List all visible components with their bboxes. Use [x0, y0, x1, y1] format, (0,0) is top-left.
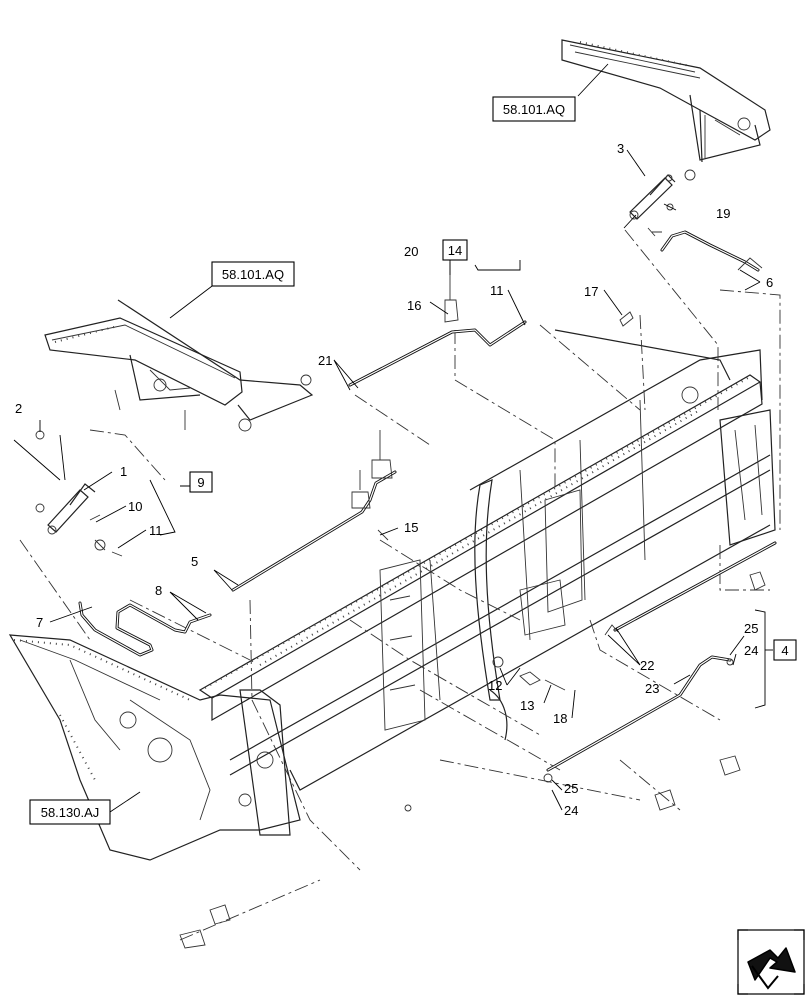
ref-box-left[interactable]: 58.101.AQ — [211, 261, 295, 287]
ref-box-left-label: 58.101.AQ — [222, 267, 284, 282]
top-left-arm-assembly — [44, 299, 314, 432]
leader-lines — [13, 63, 773, 813]
boxed-callout-4: 4 — [773, 639, 797, 661]
hydraulic-lines — [78, 320, 777, 772]
cylinder-1 — [35, 430, 123, 557]
hardware-parts — [179, 262, 766, 949]
boxed-callout-9: 9 — [189, 471, 213, 493]
callout-13: 13 — [520, 698, 534, 713]
callout-6: 6 — [766, 275, 773, 290]
callout-numbers: 1 2 3 5 6 7 8 10 11 11 12 13 15 16 17 18… — [15, 141, 773, 818]
callout-2: 2 — [15, 401, 22, 416]
boxed-callout-14-label: 14 — [448, 243, 462, 258]
boxed-callout-9-label: 9 — [197, 475, 204, 490]
callout-25-upper: 25 — [744, 621, 758, 636]
callout-11-left: 11 — [149, 523, 163, 538]
callout-8: 8 — [155, 583, 162, 598]
callout-5: 5 — [191, 554, 198, 569]
callout-19: 19 — [716, 206, 730, 221]
next-page-arrow-icon[interactable] — [737, 929, 805, 995]
callout-11-top: 11 — [490, 283, 504, 298]
ref-box-bottom-label: 58.130.AJ — [41, 805, 100, 820]
callout-12: 12 — [488, 678, 502, 693]
callout-16: 16 — [407, 298, 421, 313]
callout-10: 10 — [128, 499, 142, 514]
callout-24-upper: 24 — [744, 643, 758, 658]
callout-21: 21 — [318, 353, 332, 368]
boxed-callout-4-label: 4 — [781, 643, 788, 658]
boxed-callout-14: 14 — [442, 239, 468, 261]
ref-box-top-label: 58.101.AQ — [503, 102, 565, 117]
callout-24-lower: 24 — [564, 803, 578, 818]
callout-1: 1 — [120, 464, 127, 479]
cylinder-3 — [629, 174, 676, 237]
callout-22: 22 — [640, 658, 654, 673]
callout-7: 7 — [36, 615, 43, 630]
hose-6 — [660, 230, 763, 272]
main-frame — [8, 329, 776, 861]
callout-23: 23 — [645, 681, 659, 696]
callout-3: 3 — [617, 141, 624, 156]
ref-box-bottom[interactable]: 58.130.AJ — [29, 799, 111, 825]
callout-25-lower: 25 — [564, 781, 578, 796]
callout-17: 17 — [584, 284, 598, 299]
callout-20: 20 — [404, 244, 418, 259]
callout-15: 15 — [404, 520, 418, 535]
top-right-arm-assembly — [561, 39, 771, 181]
callout-18: 18 — [553, 711, 567, 726]
ref-box-top[interactable]: 58.101.AQ — [492, 96, 576, 122]
assembly-lines — [19, 229, 781, 941]
